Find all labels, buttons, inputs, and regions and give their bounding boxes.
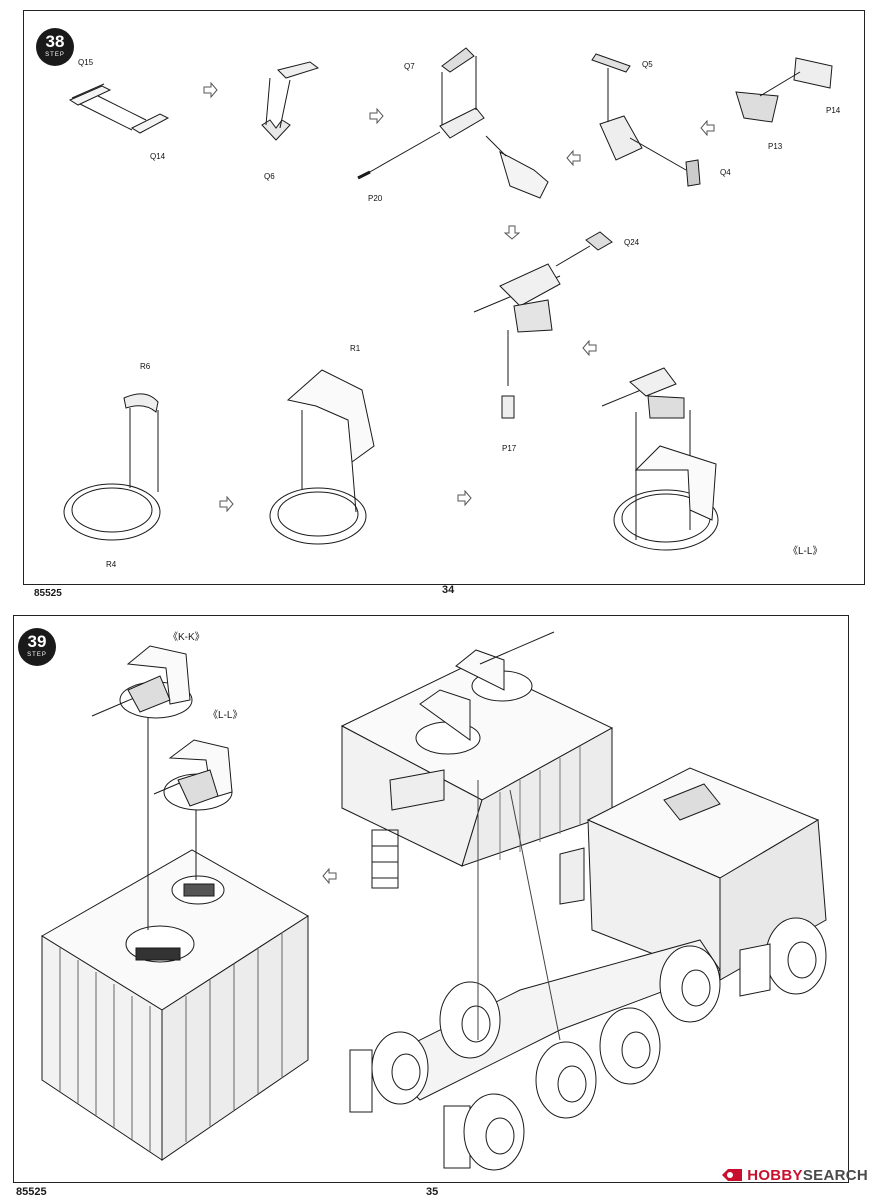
arrow-down-left-icon [582,340,597,356]
cargo-box-left [41,849,309,1161]
part-q5-q4-assembly [591,53,701,187]
part-label-p17: P17 [502,444,517,453]
final-gun-mount [601,367,691,540]
truck-cab [559,767,827,981]
watermark-text: HOBBYSEARCH [747,1167,868,1184]
watermark-brand: HOBBY [747,1166,803,1184]
part-label-p13: P13 [768,142,783,151]
arrow-right-icon [203,82,218,98]
step-number: 38 [45,32,65,51]
part-label-r4: R4 [106,560,117,569]
ring-final [613,445,719,551]
part-label-q7: Q7 [404,62,415,71]
hobbysearch-watermark: HOBBYSEARCH [720,1164,868,1186]
truck-wheels [371,917,827,1171]
gun-mount-kk [91,645,193,930]
truck-cargo-box [340,631,614,889]
arrow-down-left-icon [566,150,581,166]
part-label-q5: Q5 [642,60,653,69]
part-label-r1: R1 [350,344,361,353]
page-35-frame [13,615,849,1183]
part-q7-p20-assembly [357,47,549,199]
ring-r1 [269,369,375,545]
step-word: STEP [27,652,47,658]
gun-mount-ll [153,739,233,880]
arrow-left-icon [700,120,715,136]
step-badge-38: 38 STEP [36,28,74,66]
section-marker-ll-bottom: 《L-L》 [208,710,243,721]
step-word: STEP [45,52,65,58]
watermark-brand2: SEARCH [802,1166,868,1184]
kit-number: 85525 [16,1186,47,1198]
page-number-35: 35 [426,1186,439,1198]
step-badge-39: 39 STEP [18,628,56,666]
step-number: 39 [27,632,47,651]
part-label-q15: Q15 [78,58,94,67]
part-p14-p13-assembly [735,57,833,123]
step-38-drawing [63,47,833,551]
part-label-p14: P14 [826,106,841,115]
part-q6-assembly [261,61,320,141]
arrow-down-icon [504,225,520,240]
kit-number-partial: 85525 [34,588,62,596]
hobbysearch-logo-icon [722,1169,743,1181]
page-number-34: 34 [442,584,455,596]
ring-r4-r6 [63,393,161,541]
part-label-q6: Q6 [264,172,275,181]
part-q24-p17-assembly [473,231,613,419]
part-label-q24: Q24 [624,238,640,247]
page-34-frame [23,10,865,585]
part-label-q4: Q4 [720,168,731,177]
arrow-left-icon [322,868,337,884]
part-q15-q14-assembly [68,83,170,134]
arrow-right-icon [457,490,472,506]
arrow-right-icon [369,108,384,124]
arrow-right-icon [219,496,234,512]
part-label-p20: P20 [368,194,383,203]
part-label-r6: R6 [140,362,151,371]
section-marker-ll-top: 《L-L》 [788,546,823,557]
truck-chassis [349,939,721,1169]
part-label-q14: Q14 [150,152,166,161]
section-marker-kk: 《K-K》 [168,632,205,643]
